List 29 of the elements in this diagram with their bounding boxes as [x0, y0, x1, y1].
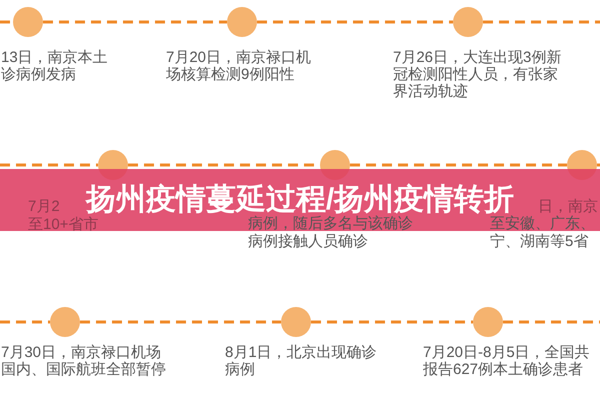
event-caption: 7月26日，大连出现3例新冠检测阳性人员，有张家界活动轨迹 [393, 48, 562, 100]
timeline-line [43, 20, 227, 24]
timeline-line [311, 320, 473, 324]
event-caption: 7月2 [28, 198, 60, 214]
timeline-line [257, 20, 453, 24]
timeline-line [483, 20, 600, 24]
event-caption: 13日，南京本土诊病例发病 [1, 48, 109, 82]
event-caption: 至10+省市 [28, 216, 98, 232]
timeline-dot [453, 7, 483, 37]
timeline-line [0, 20, 13, 24]
event-caption: 7月20日-8月5日，全国共报告627例本土确诊患者 [423, 344, 591, 378]
timeline-dot [473, 307, 503, 337]
timeline-line [0, 320, 50, 324]
timeline-line [503, 320, 600, 324]
event-caption: 8月1日，北京出现确诊病例 [225, 344, 378, 378]
event-caption: 7月20日，南京禄口机场核算检测9例阳性 [166, 48, 312, 82]
timeline-dot [281, 307, 311, 337]
timeline-dot [13, 7, 43, 37]
timeline-line [597, 164, 600, 166]
timeline-dot [50, 307, 80, 337]
page-title: 扬州疫情蔓延过程/扬州疫情转折 [86, 183, 514, 216]
timeline-line [0, 164, 98, 166]
event-caption: 至安徽、广东、宁、湖南等5省 [490, 215, 596, 251]
timeline-line [350, 164, 567, 166]
timeline-dot [227, 7, 257, 37]
timeline-line [80, 320, 281, 324]
event-caption: 病例，随后多名与该确诊病例接触人员确诊 [248, 215, 414, 251]
event-caption: 日，南京 [538, 198, 598, 214]
event-caption: 7月30日，南京禄口机场国内、国际航班全部暂停 [1, 344, 167, 378]
